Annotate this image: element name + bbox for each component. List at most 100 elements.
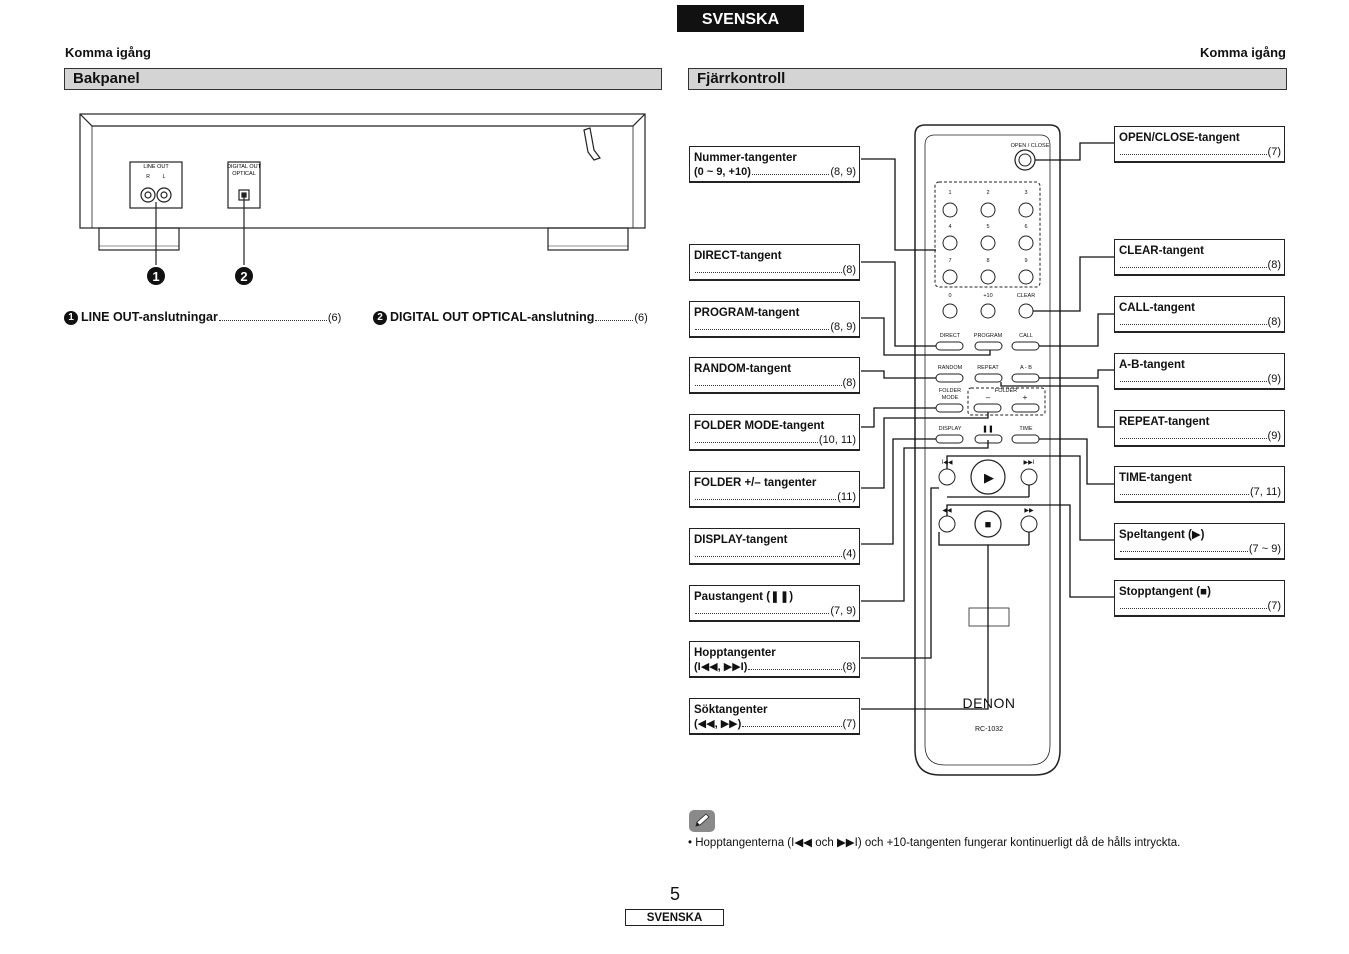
label-title: Söktangenter xyxy=(694,704,768,716)
digit-1-label: 1 xyxy=(948,190,951,196)
rear-panel-illustration: LINE OUT R L DIGITAL OUT OPTICAL 1 2 xyxy=(79,113,646,285)
digit-4-label: 4 xyxy=(948,224,951,230)
label-clear: CLEAR-tangent (8) xyxy=(1114,239,1285,276)
label-folder-mode: FOLDER MODE-tangent (10, 11) xyxy=(689,414,860,451)
clear-label: CLEAR xyxy=(1017,293,1035,299)
rear-item-label: DIGITAL OUT OPTICAL-anslutning xyxy=(390,310,595,324)
label-open-close: OPEN/CLOSE-tangent (7) xyxy=(1114,126,1285,163)
next-symbol: ▶▶I xyxy=(1024,460,1035,466)
page-ref: (8, 9) xyxy=(830,166,856,178)
label-call: CALL-tangent (8) xyxy=(1114,296,1285,333)
label-number-keys: Nummer-tangenter (0 ~ 9, +10)(8, 9) xyxy=(689,146,860,183)
model-label: RC-1032 xyxy=(975,726,1003,733)
page-ref: (11) xyxy=(837,491,856,503)
pencil-icon xyxy=(689,810,715,832)
page-ref: (4) xyxy=(842,548,856,560)
label-pause: Paustangent (❚❚) (7, 9) xyxy=(689,585,860,622)
callout-1: 1 xyxy=(152,269,159,284)
label-title: Speltangent (▶) xyxy=(1119,529,1205,541)
page-ref: (7, 11) xyxy=(1250,486,1281,498)
display-label: DISPLAY xyxy=(939,426,962,432)
label-title: REPEAT-tangent xyxy=(1119,416,1210,428)
label-display: DISPLAY-tangent (4) xyxy=(689,528,860,565)
label-direct: DIRECT-tangent (8) xyxy=(689,244,860,281)
line-out-l-label: L xyxy=(163,174,166,180)
page-ref: (8) xyxy=(842,377,856,389)
label-title: FOLDER +/– tangenter xyxy=(694,477,817,489)
remote-title: Fjärrkontroll xyxy=(688,68,1287,90)
label-play: Speltangent (▶) (7 ~ 9) xyxy=(1114,523,1285,560)
label-title: Paustangent (❚❚) xyxy=(694,591,794,603)
digit-6-label: 6 xyxy=(1024,224,1027,230)
page-ref: (7, 9) xyxy=(830,605,856,617)
page-ref: (8) xyxy=(842,661,856,673)
label-title: CALL-tangent xyxy=(1119,302,1196,314)
play-symbol: ▶ xyxy=(984,470,994,485)
label-title: Hopptangenter xyxy=(694,647,776,659)
page-ref: (7) xyxy=(842,718,856,730)
page-ref: (8) xyxy=(1267,259,1281,271)
page-ref: (8, 9) xyxy=(830,321,856,333)
label-title: Stopptangent (■) xyxy=(1119,586,1211,598)
digit-7-label: 7 xyxy=(948,258,951,264)
optical-label: OPTICAL xyxy=(232,171,256,177)
line-out-r-label: R xyxy=(146,174,150,180)
left-section-label: Komma igång xyxy=(65,45,151,60)
folder-minus-label: – xyxy=(986,393,991,402)
line-out-label: LINE OUT xyxy=(143,164,169,170)
label-subtitle: (◀◀, ▶▶) xyxy=(694,718,742,730)
folder-mode-label-2: MODE xyxy=(942,395,959,401)
page-ref: (9) xyxy=(1267,373,1281,385)
page-ref: (6) xyxy=(634,312,648,324)
page-number: 5 xyxy=(669,884,680,904)
rear-item-label: LINE OUT-anslutningar xyxy=(81,310,218,324)
page-ref: (10, 11) xyxy=(818,434,856,446)
label-subtitle: (0 ~ 9, +10) xyxy=(694,166,751,178)
folder-mode-label: FOLDER xyxy=(939,388,961,394)
page-ref: (9) xyxy=(1267,430,1281,442)
label-title: RANDOM-tangent xyxy=(694,363,792,375)
label-time: TIME-tangent (7, 11) xyxy=(1114,466,1285,503)
open-close-label: OPEN / CLOSE xyxy=(1011,143,1050,149)
label-title: TIME-tangent xyxy=(1119,472,1192,484)
page-ref: (6) xyxy=(327,312,342,324)
stop-symbol: ■ xyxy=(985,519,992,531)
label-stop: Stopptangent (■) (7) xyxy=(1114,580,1285,617)
label-search: Söktangenter (◀◀, ▶▶) (7) xyxy=(689,698,860,735)
repeat-label: REPEAT xyxy=(977,365,999,371)
footer-language: SVENSKA xyxy=(625,909,724,926)
page-ref: (7) xyxy=(1267,146,1281,158)
label-random: RANDOM-tangent (8) xyxy=(689,357,860,394)
ab-label: A - B xyxy=(1020,365,1032,371)
page-ref: (8) xyxy=(842,264,856,276)
folder-label: FOLDER xyxy=(995,388,1017,394)
label-title: CLEAR-tangent xyxy=(1119,245,1204,257)
digit-9-label: 9 xyxy=(1024,258,1027,264)
label-title: DIRECT-tangent xyxy=(694,250,782,262)
label-ab: A-B-tangent (9) xyxy=(1114,353,1285,390)
digital-out-label: DIGITAL OUT xyxy=(227,164,262,170)
label-title: DISPLAY-tangent xyxy=(694,534,788,546)
digit-plus10-label: +10 xyxy=(983,293,992,299)
rear-panel-title: Bakpanel xyxy=(64,68,662,90)
digit-8-label: 8 xyxy=(986,258,989,264)
callout-number: 1 xyxy=(64,311,78,325)
callout-2: 2 xyxy=(240,269,247,284)
label-title: FOLDER MODE-tangent xyxy=(694,420,825,432)
label-program: PROGRAM-tangent (8, 9) xyxy=(689,301,860,338)
direct-label: DIRECT xyxy=(940,333,961,339)
page-ref: (8) xyxy=(1267,316,1281,328)
page-ref: (7 ~ 9) xyxy=(1248,543,1281,555)
pause-symbol: ❚❚ xyxy=(982,425,994,433)
program-label: PROGRAM xyxy=(974,333,1003,339)
language-tab: SVENSKA xyxy=(677,5,804,32)
label-subtitle: (I◀◀, ▶▶I) xyxy=(694,661,748,673)
note-text: • Hopptangenterna (I◀◀ och ▶▶I) och +10-… xyxy=(688,837,1181,849)
brand-logo: DENON xyxy=(962,695,1015,711)
label-title: A-B-tangent xyxy=(1119,359,1185,371)
label-repeat: REPEAT-tangent (9) xyxy=(1114,410,1285,447)
label-folder-plus-minus: FOLDER +/– tangenter (11) xyxy=(689,471,860,508)
